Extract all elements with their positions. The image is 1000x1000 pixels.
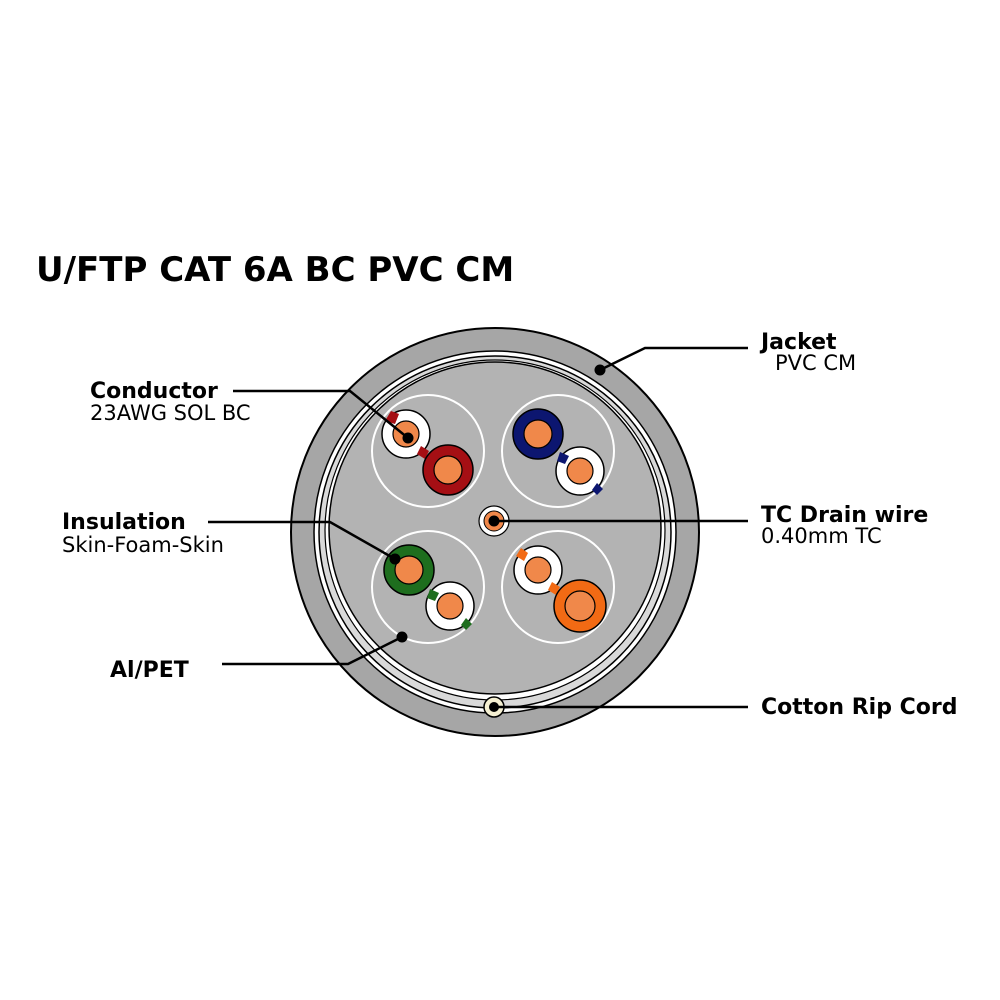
pair-boundary-blue [501,394,615,508]
foil-leader [222,631,408,666]
green-white-conductor [425,581,475,631]
pair-boundary-orange [501,530,615,644]
conductor-spec: 23AWG SOL BC [90,401,251,425]
blue-conductor [512,408,564,460]
brown-conductor [422,444,474,496]
green-pair [383,544,475,631]
drain-leader [488,515,748,527]
insulation-spec: Skin-Foam-Skin [62,533,224,557]
foil-label: Al/PET [110,658,189,683]
orange-white-conductor [513,545,563,595]
drain-wire-label: TC Drain wire [761,503,928,528]
leader-lines [208,346,748,709]
blue-pair [512,408,605,496]
jacket-spec: PVC CM [775,351,856,375]
conductor-leader [233,389,414,444]
jacket-label: Jacket [759,330,837,355]
green-conductor [383,544,435,596]
insulation-label: Insulation [62,510,186,535]
jacket-leader [594,346,748,376]
rip-cord-label: Cotton Rip Cord [761,695,957,720]
cable-cross-section [290,327,700,737]
blue-white-conductor [555,446,605,496]
conductor-label: Conductor [90,379,218,404]
insulation-leader [208,520,401,565]
brown-pair [381,409,474,496]
diagram-title: U/FTP CAT 6A BC PVC CM [36,250,514,290]
orange-pair [513,545,607,633]
drain-wire-spec: 0.40mm TC [761,524,882,548]
pair-boundary-brown [371,394,485,508]
pair-boundary-green [371,530,485,644]
orange-conductor [553,579,607,633]
callout-labels: Jacket PVC CM Conductor 23AWG SOL BC Ins… [62,330,957,720]
